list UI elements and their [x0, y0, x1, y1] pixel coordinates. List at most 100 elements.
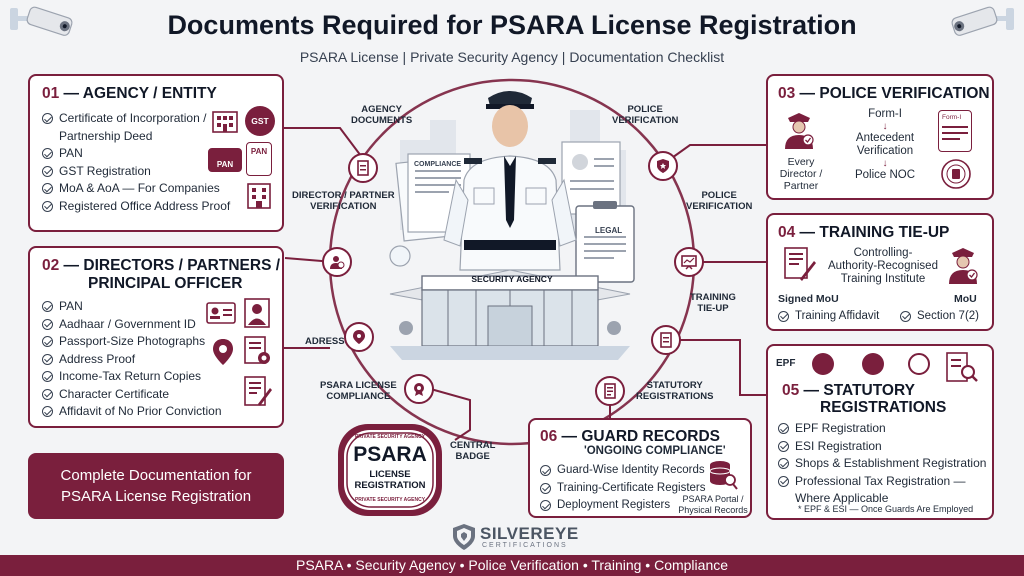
panel-directors-partners: 02 — DIRECTORS / PARTNERS / PRINCIPAL OF… — [28, 246, 284, 428]
panel-guard-title: 06 — GUARD RECORDS — [540, 428, 721, 445]
presentation-board-icon — [681, 255, 697, 270]
list-item: Address Proof — [42, 351, 222, 369]
psara-portal-label: PSARA Portal / Physical Records — [678, 494, 748, 515]
list-item: Certificate of Incorporation / — [42, 110, 230, 128]
section-7-item: Section 7(2) — [900, 310, 979, 322]
page-subtitle: PSARA License | Private Security Agency … — [299, 49, 725, 65]
compliance-doc-label: COMPLIANCE — [414, 161, 462, 168]
epf-seal-icon — [812, 353, 834, 375]
statutory-registrations-list: EPF Registration ESI Registration Shops … — [778, 420, 986, 508]
professional-tax-icon — [908, 353, 930, 375]
panel-agency-entity-title: 01 — AGENCY / ENTITY — [42, 85, 217, 102]
seal-stamp-icon — [389, 245, 411, 267]
panel-directors-title: 02 — DIRECTORS / PARTNERS / — [42, 257, 281, 274]
location-pin-icon — [353, 330, 365, 344]
list-item: Guard-Wise Identity Records — [540, 462, 705, 480]
list-item: Registered Office Address Proof — [42, 198, 230, 216]
building-icon — [212, 111, 238, 133]
node-statutory — [651, 325, 681, 355]
list-item: MoA & AoA — For Companies — [42, 180, 230, 198]
list-item: GST Registration — [42, 163, 230, 181]
trainer-officer-icon — [949, 248, 978, 284]
list-item: Affidavit of No Prior Conviction — [42, 403, 222, 421]
ongoing-compliance-subtitle: 'ONGOING COMPLIANCE' — [584, 445, 726, 457]
list-item: PAN — [42, 145, 230, 163]
police-seal-icon — [941, 159, 971, 189]
page-title: Documents Required for PSARA License Reg… — [167, 10, 857, 40]
database-search-icon — [709, 461, 738, 490]
legal-clipboard-icon — [575, 201, 635, 283]
list-item: Character Certificate — [42, 386, 222, 404]
cctv-camera-icon — [951, 6, 1014, 36]
checklist-search-icon — [946, 352, 978, 382]
list-item: EPF Registration — [778, 420, 986, 438]
list-item: ESI Registration — [778, 438, 986, 456]
epf-tag: EPF — [776, 358, 796, 369]
security-guard-figure — [443, 91, 577, 271]
panel-police-verification: 03 — POLICE VERIFICATION Every Director … — [766, 74, 994, 200]
director-documents-list: PAN Aadhaar / Government ID Passport-Siz… — [42, 298, 222, 421]
node-address — [344, 322, 374, 352]
panel-statutory-title-line2: REGISTRATIONS — [820, 399, 947, 416]
epf-esi-note: * EPF & ESI — Once Guards Are Employed — [798, 504, 974, 514]
security-agency-building — [389, 269, 631, 360]
panel-directors-title-line2: PRINCIPAL OFFICER — [88, 275, 243, 292]
panel-agency-entity: 01 — AGENCY / ENTITY Certificate of Inco… — [28, 74, 284, 232]
panel-police-title: 03 — POLICE VERIFICATION — [778, 85, 990, 102]
panel-statutory-registrations: EPF 05 — STATUTORY REGISTRATIONS EPF Reg… — [766, 344, 994, 520]
list-item: Training-Certificate Registers — [540, 480, 705, 498]
list-item: Shops & Establishment Registration — [778, 455, 986, 473]
esi-seal-icon — [862, 353, 884, 375]
panel-guard-records: 06 — GUARD RECORDS 'ONGOING COMPLIANCE' … — [528, 418, 752, 518]
profile-document-icon — [561, 141, 621, 215]
pan-document-icon: PAN — [246, 142, 272, 176]
id-card-icon — [206, 302, 236, 324]
office-building-icon — [247, 183, 271, 209]
node-training-tie-up — [674, 247, 704, 277]
list-item: Income-Tax Return Copies — [42, 368, 222, 386]
agency-documents-list: Certificate of Incorporation / Partnersh… — [42, 110, 230, 215]
training-affidavit-item: Training Affidavit — [778, 310, 879, 322]
passport-photo-icon — [244, 298, 270, 328]
mou-label: MoU — [954, 293, 977, 305]
location-pin-icon — [213, 339, 233, 365]
list-item: Professional Tax Registration — — [778, 473, 986, 491]
node-director-verification — [322, 247, 352, 277]
central-illustration — [389, 91, 635, 360]
certificate-icon — [244, 336, 270, 364]
list-item: Where Applicable — [795, 491, 889, 505]
complete-documentation-banner: Complete Documentation for PSARA License… — [28, 453, 284, 519]
panel-training-tie-up: 04 — TRAINING TIE-UP Controlling- Author… — [766, 213, 994, 331]
list-item: Deployment Registers — [540, 497, 705, 515]
label-adress: ADRESS — [305, 336, 345, 347]
form-i-document-icon: Form-I — [938, 110, 972, 152]
cctv-camera-icon — [10, 6, 73, 36]
user-check-icon — [330, 256, 345, 269]
legal-doc-label: LEGAL — [595, 226, 623, 235]
shield-icon — [657, 159, 669, 173]
seal-badge-icon — [338, 424, 442, 516]
node-agency-documents — [348, 153, 378, 183]
affidavit-pen-icon — [244, 376, 272, 406]
node-license-compliance — [404, 374, 434, 404]
list-item: Partnership Deed — [59, 128, 153, 143]
badge-icon — [414, 383, 424, 396]
document-icon — [660, 332, 672, 348]
pan-card-icon: PAN — [208, 148, 242, 172]
gst-badge-icon: GST — [245, 106, 275, 136]
list-item: PAN — [42, 298, 222, 316]
verification-flow: Form-I ↓ Antecedent Verification ↓ Polic… — [854, 108, 916, 181]
signed-mou-label: Signed MoU — [778, 293, 839, 305]
building-sign: SECURITY AGENCY — [471, 274, 553, 284]
footer-bar: PSARA • Security Agency • Police Verific… — [0, 555, 1024, 576]
document-icon — [357, 160, 369, 176]
psara-license-seal: PRIVATE SECURITY AGENCY PSARA LICENSE RE… — [336, 420, 444, 520]
list-item: Passport-Size Photographs — [42, 333, 222, 351]
